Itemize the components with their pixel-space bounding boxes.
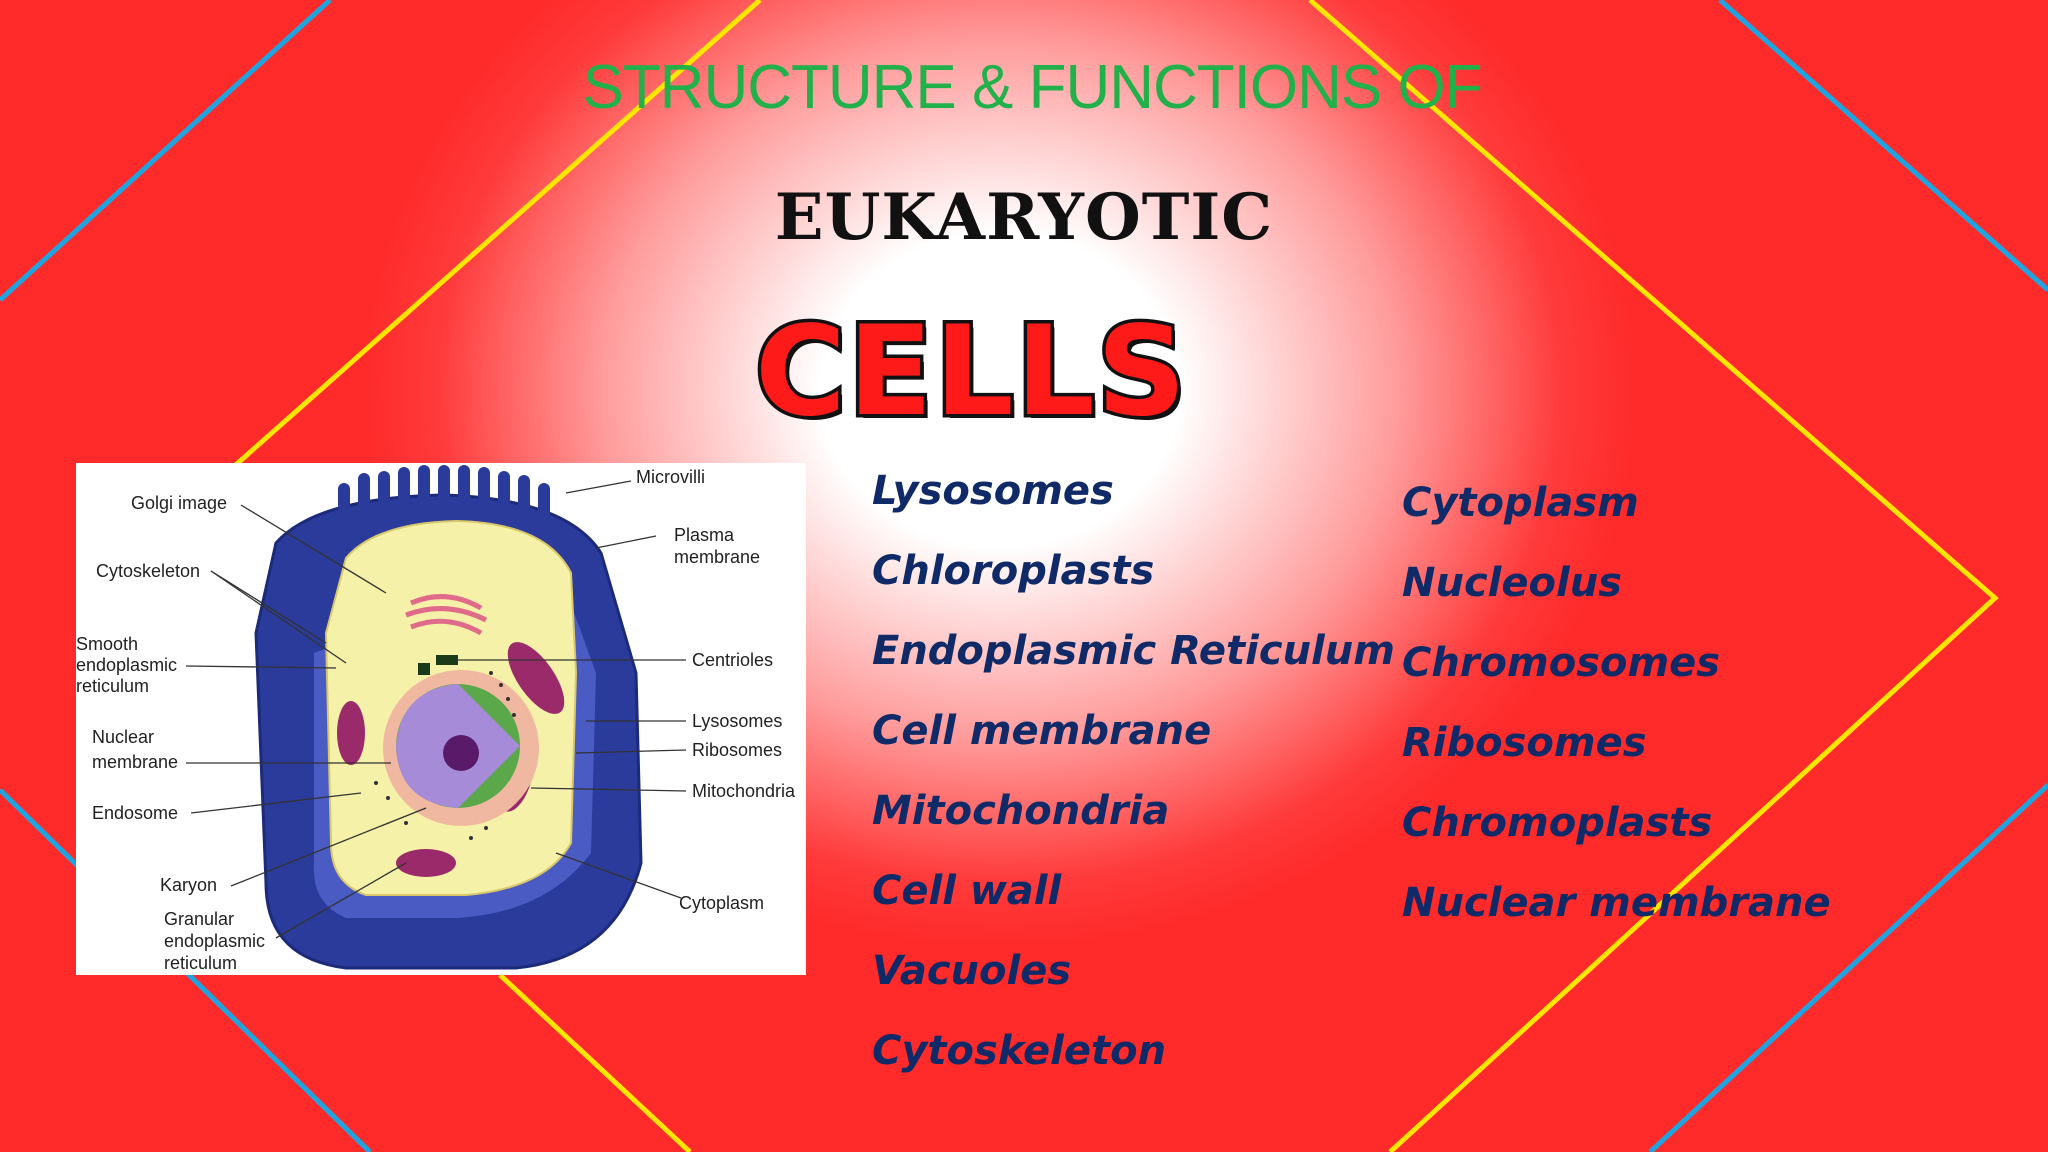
label-nuclear-1: Nuclear xyxy=(92,727,154,747)
term-right-2: Nucleolus xyxy=(1402,560,1622,606)
label-plasma-2: membrane xyxy=(674,547,760,567)
label-golgi: Golgi image xyxy=(131,493,227,513)
slide-headline: CELLS xyxy=(751,297,1189,448)
term-left-1: Lysosomes xyxy=(872,468,1114,514)
label-granular-3: reticulum xyxy=(164,953,237,973)
label-granular-1: Granular xyxy=(164,909,234,929)
term-right-6: Nuclear membrane xyxy=(1402,880,1831,926)
slide-heading: STRUCTURE & FUNCTIONS OF xyxy=(582,53,1482,122)
label-granular-2: endoplasmic xyxy=(164,931,265,951)
label-karyon: Karyon xyxy=(160,875,217,895)
term-left-5: Mitochondria xyxy=(872,788,1170,834)
term-left-8: Cytoskeleton xyxy=(872,1028,1167,1074)
term-left-3: Endoplasmic Reticulum xyxy=(872,628,1395,674)
label-cytoskeleton: Cytoskeleton xyxy=(96,561,200,581)
term-right-4: Ribosomes xyxy=(1402,720,1647,766)
label-lysosomes: Lysosomes xyxy=(692,711,782,731)
label-mitochondria: Mitochondria xyxy=(692,781,796,801)
term-left-4: Cell membrane xyxy=(872,708,1212,754)
term-right-5: Chromoplasts xyxy=(1402,800,1713,846)
label-microvilli: Microvilli xyxy=(636,467,705,487)
cell-diagram: Microvilli Golgi image Plasma membrane C… xyxy=(76,463,806,975)
label-smooth-1: Smooth xyxy=(76,634,138,654)
term-left-7: Vacuoles xyxy=(872,948,1072,994)
term-left-6: Cell wall xyxy=(872,868,1062,914)
term-right-1: Cytoplasm xyxy=(1402,480,1639,526)
label-smooth-3: reticulum xyxy=(76,676,149,696)
term-right-3: Chromosomes xyxy=(1402,640,1721,686)
term-left-2: Chloroplasts xyxy=(872,548,1155,594)
label-nuclear-2: membrane xyxy=(92,752,178,772)
label-endosome: Endosome xyxy=(92,803,178,823)
label-smooth-2: endoplasmic xyxy=(76,655,177,675)
label-centrioles: Centrioles xyxy=(692,650,773,670)
label-ribosomes: Ribosomes xyxy=(692,740,782,760)
slide-subheading: EUKARYOTIC xyxy=(774,180,1274,255)
label-plasma-1: Plasma xyxy=(674,525,735,545)
label-cytoplasm: Cytoplasm xyxy=(679,893,764,913)
